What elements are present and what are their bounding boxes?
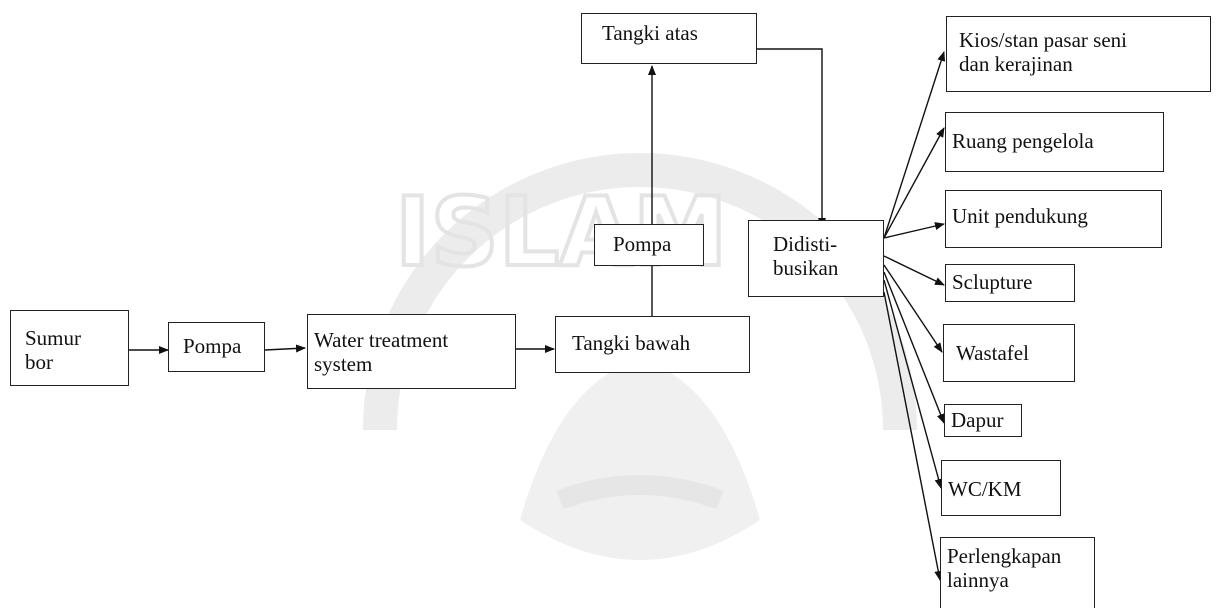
arrow-tangki-atas-to-distribusi <box>757 48 826 228</box>
node-pompa-2: Pompa <box>594 224 704 266</box>
arrow-to-dapur <box>883 271 945 424</box>
node-tangki-atas: Tangki atas <box>581 13 757 64</box>
dest-wc-km: WC/KM <box>941 460 1061 516</box>
node-water-treatment: Water treatment system <box>307 314 516 389</box>
node-tangki-bawah: Tangki bawah <box>555 316 750 373</box>
arrow-to-sclupture <box>883 255 945 286</box>
dest-sclupture: Sclupture <box>945 264 1075 302</box>
arrow-to-unit-pendukung <box>883 222 945 239</box>
dest-kios-stan: Kios/stan pasar seni dan kerajinan <box>946 16 1211 92</box>
node-sumur-bor: Sumur bor <box>10 310 129 386</box>
arrow-to-wc-km <box>883 279 943 489</box>
dest-ruang-pengelola: Ruang pengelola <box>945 112 1164 172</box>
arrow-to-perlengkapan <box>883 291 943 581</box>
dest-perlengkapan: Perlengkapan lainnya <box>940 537 1095 608</box>
arrow-to-wastafel <box>883 264 943 353</box>
arrow-to-kios <box>883 51 946 239</box>
node-didistribusikan: Didisti- busikan <box>748 220 884 297</box>
arrow-to-ruang-pengelola <box>883 127 945 239</box>
dest-unit-pendukung: Unit pendukung <box>945 190 1162 248</box>
dest-wastafel: Wastafel <box>943 324 1075 382</box>
dest-dapur: Dapur <box>944 404 1022 437</box>
arrow-pompa-to-treatment <box>264 344 306 353</box>
node-pompa-1: Pompa <box>168 322 265 372</box>
